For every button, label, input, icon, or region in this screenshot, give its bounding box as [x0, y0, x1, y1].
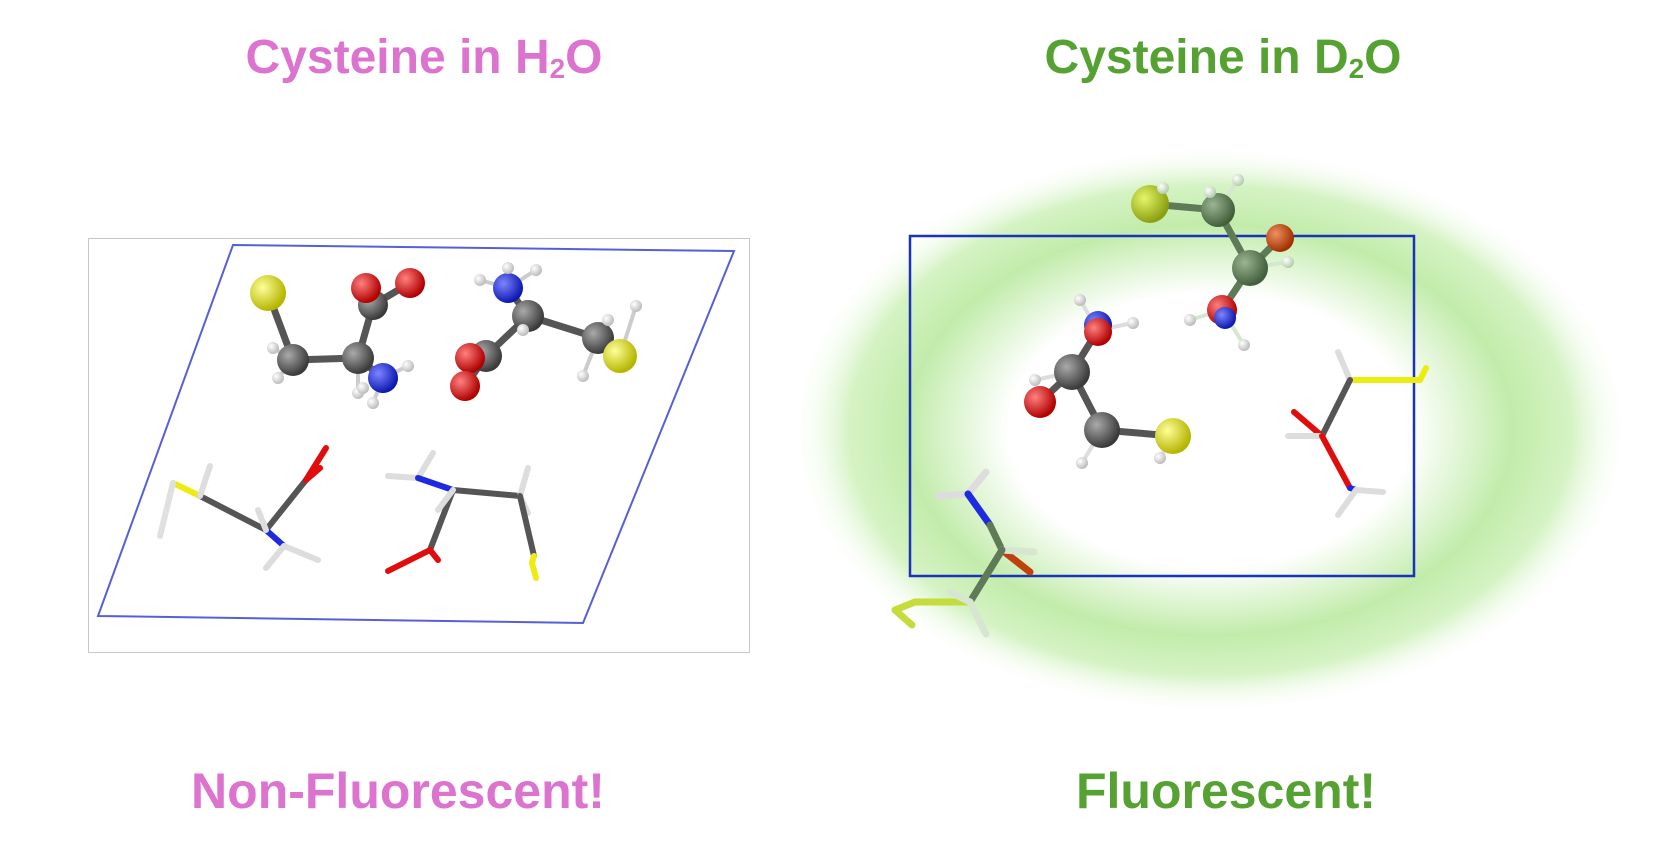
- title-left-main: Cysteine in H: [245, 31, 550, 84]
- d2o-crystal-structure: [790, 145, 1630, 715]
- cysteine-molecule-ball-top: [1131, 174, 1294, 351]
- cysteine-molecule-ball-center: [1024, 294, 1191, 469]
- title-right-end: O: [1364, 31, 1402, 84]
- label-fluorescent: Fluorescent!: [1075, 763, 1377, 819]
- title-right-subscript: 2: [1348, 53, 1365, 84]
- h2o-crystal-structure: [88, 238, 750, 653]
- title-left-end: O: [565, 31, 603, 84]
- image-frame: [88, 238, 750, 653]
- title-left-subscript: 2: [549, 53, 566, 84]
- title-right-main: Cysteine in D: [1044, 31, 1349, 84]
- cysteine-molecule-stick-bottom: [891, 468, 1038, 638]
- cysteine-molecule-stick-1: [157, 445, 329, 571]
- label-non-fluorescent: Non-Fluorescent!: [191, 763, 605, 819]
- title-cysteine-d2o: Cysteine in D2O: [1044, 31, 1402, 84]
- unit-cell-outline: [96, 243, 736, 625]
- cysteine-molecule-ball-2: [450, 262, 642, 401]
- h2o-crystal-panel: [88, 238, 750, 659]
- cysteine-molecule-stick-right: [1285, 349, 1429, 518]
- title-cysteine-h2o: Cysteine in H2O: [245, 31, 603, 84]
- fluorescence-glow: [790, 145, 1630, 715]
- cysteine-molecule-ball-1: [250, 268, 425, 409]
- unit-cell-outline: [908, 234, 1416, 578]
- cysteine-molecule-stick-2: [385, 450, 539, 581]
- d2o-crystal-panel: [790, 140, 1630, 725]
